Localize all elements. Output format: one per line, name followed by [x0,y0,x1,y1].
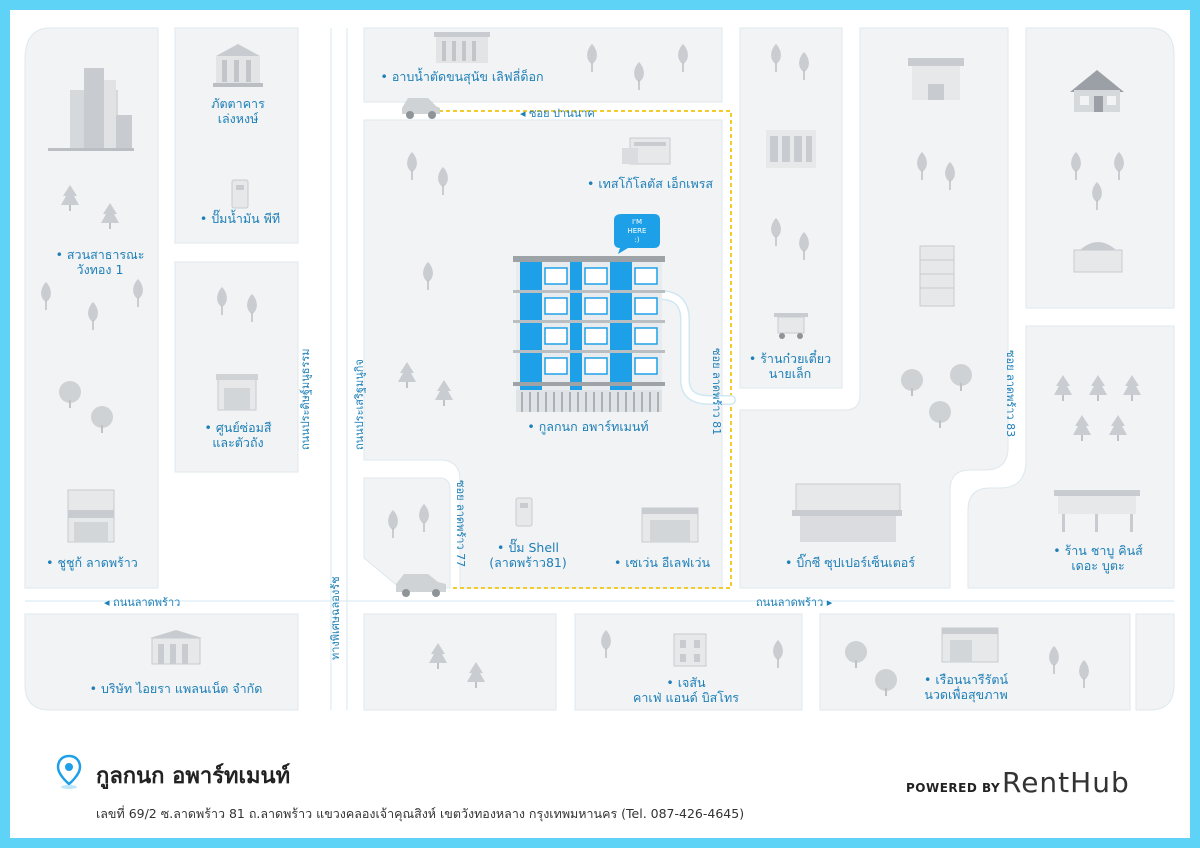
street-soi77: ซอย ลาดพร้าว 77 [454,480,467,568]
street-kanchana: ทางพิเศษฉลองรัช [329,576,342,660]
street-lat-right: ถนนลาดพร้าว ▸ [756,596,833,609]
tower-icon [919,245,955,307]
powered-by-label: POWERED BY [906,781,1001,795]
street-lat-left: ◂ ถนนลาดพร้าว [104,596,181,609]
noodle-cart-icon [774,313,808,339]
bank-icon [213,44,263,87]
label-shell: • ปั๊ม Shell (ลาดพร้าว81) [489,540,567,570]
street-prasert: ถนนประเสริฐมนูกิจ [353,359,366,450]
repair-shop-icon [216,374,258,411]
location-pin-icon [56,754,82,789]
here-badge-line2: HERE [628,227,647,235]
car-top-icon [402,98,440,119]
bigc-icon [792,483,902,542]
street-soi81: ซอย ลาดพร้าว 81 [710,348,723,436]
label-restaurant: ภัตตาคาร เล่งหงษ์ [211,96,265,126]
street-soi-top: ◂ ซอย ปานนาค [520,107,595,120]
tesco-icon [622,137,671,165]
label-bigc: • บิ๊กซี ซุปเปอร์เซ็นเตอร์ [784,555,916,570]
footer-title: กูลกนก อพาร์ทเมนท์ [96,764,291,789]
street-soi83: ซอย ลาดพร้าว 83 [1004,350,1017,438]
seven-eleven-icon [641,507,699,543]
renthub-logo[interactable]: RentHub [1002,766,1130,799]
city-blocks [24,27,1175,711]
label-repair: • ศูนย์ซ่อมสี และตัวถัง [204,420,272,450]
footer-address: เลขที่ 69/2 ซ.ลาดพร้าว 81 ถ.ลาดพร้าว แขว… [96,806,745,821]
map-frame: I'M HERE :) [10,10,1190,838]
skyscrapers-icon [48,68,134,151]
shabu-right-icon [1054,490,1140,532]
house-top-icon [908,58,964,100]
label-apartment: • กูลกนก อพาร์ทเมนท์ [527,419,649,434]
label-massage: • เรือนนารีรัตน์ นวดเพื่อสุขภาพ [923,672,1009,702]
label-company: • บริษัท ไอยรา แพลนเน็ต จำกัด [89,681,263,696]
massage-icon [941,627,999,663]
road-lines [25,28,1174,710]
company-icon [150,630,202,665]
label-park: • สวนสาธารณะ วังทอง 1 [55,247,145,277]
dog-spa-icon [434,32,490,63]
label-tesco: • เทสโก้โลตัส เอ็กเพรส [586,176,714,191]
gas-pump-icon [231,179,249,209]
shop-left-icon [67,489,115,543]
label-seven: • เซเว่น อีเลฟเว่น [613,555,711,570]
label-noodle: • ร้านก๋วยเตี๋ยว นายเล็ก [748,351,832,381]
route-path [432,110,732,589]
label-dog-spa: • อาบน้ำตัดขนสุนัข เลิฟลี่ด็อก [380,69,544,84]
map-canvas: I'M HERE :) [10,10,1190,730]
shell-pump-icon [515,497,533,527]
label-shabu-left: • ชูชูก้ ลาดพร้าว [46,555,138,570]
street-ramindra: ถนนประดิษฐ์มนูธรรม [299,348,312,450]
apartment-icon [513,256,665,412]
label-gas-pt: • ปั๊มน้ำมัน พีที [199,211,281,226]
label-shabu-right: • ร้าน ชาบู คินส์ เดอะ บูตะ [1053,543,1143,573]
house-icon [1070,70,1124,112]
here-badge-line3: :) [634,236,639,244]
label-cafe: • เจสัน คาเฟ่ แอนด์ บิสโทร [633,675,739,705]
footer: กูลกนก อพาร์ทเมนท์ เลขที่ 69/2 ซ.ลาดพร้า… [10,730,1190,838]
office-building-icon [766,130,816,168]
car-bottom-icon [396,574,446,597]
cafe-icon [673,633,707,667]
here-badge: I'M HERE :) [614,214,660,254]
dome-building-icon [1073,242,1123,273]
here-badge-line1: I'M [632,218,642,226]
